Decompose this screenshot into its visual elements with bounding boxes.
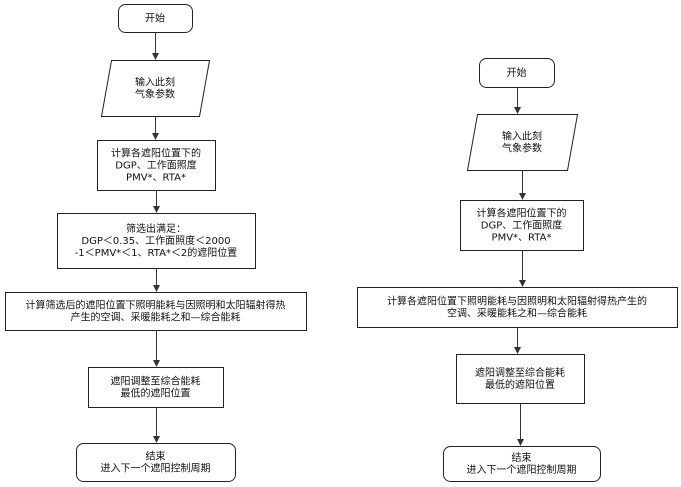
input-shape xyxy=(100,60,211,117)
arrow-input-to-compute xyxy=(152,116,159,140)
node-label-line: 计算各遮阳位置下的 xyxy=(111,147,201,160)
process-shape xyxy=(97,140,216,191)
node-filter: 筛选出满足：DGP＜0.35、工作面照度＜2000-1＜PMV*＜1、RTA*＜… xyxy=(57,213,256,269)
arrow-filter-to-energy xyxy=(153,268,160,292)
node-label-line: 计算筛选后的遮阳位置下照明能耗与因照明和太阳辐射得热 xyxy=(26,299,286,312)
arrow-input-to-compute xyxy=(519,170,526,200)
process-shape xyxy=(456,354,585,404)
node-label-line: 计算各遮阳位置下的 xyxy=(477,207,567,220)
process-shape xyxy=(5,292,307,331)
arrow-start-to-input xyxy=(514,87,521,114)
process-shape xyxy=(460,200,584,251)
node-label-line: -1＜PMV*＜1、RTA*＜2的遮阳位置 xyxy=(75,246,238,259)
process-shape xyxy=(357,287,678,328)
node-label-line: PMV*、RTA* xyxy=(492,233,552,244)
arrow-energy-to-adjust xyxy=(514,327,521,354)
flowchart-right: 开始输入此刻气象参数计算各遮阳位置下的DGP、工作面照度PMV*、RTA*计算各… xyxy=(357,58,678,482)
node-start: 开始 xyxy=(479,58,555,88)
node-label-line: 计算各遮阳位置下照明能耗与因照明和太阳辐射得热产生的 xyxy=(387,295,647,308)
node-label-line: 开始 xyxy=(145,12,165,25)
arrow-adjust-to-end xyxy=(517,403,524,446)
terminal-shape xyxy=(479,58,555,88)
process-shape xyxy=(57,213,256,269)
node-label-line: 遮阳调整至综合能耗 xyxy=(111,375,201,388)
node-label-line: 最低的遮阳位置 xyxy=(485,378,555,391)
arrow-start-to-input xyxy=(152,32,159,60)
arrow-compute-to-energy xyxy=(519,250,526,287)
node-label-line: 筛选出满足： xyxy=(126,222,186,235)
node-label-line: 输入此刻 xyxy=(135,76,175,89)
terminal-shape xyxy=(118,4,193,33)
arrow-energy-to-adjust xyxy=(153,330,160,367)
arrow-compute-to-filter xyxy=(153,190,160,213)
node-label-line: 输入此刻 xyxy=(502,130,542,143)
node-label-line: 遮阳调整至综合能耗 xyxy=(475,366,565,379)
node-label-line: 结束 xyxy=(512,451,532,464)
node-label-line: DGP＜0.35、工作面照度＜2000 xyxy=(81,234,230,247)
node-label-line: 气象参数 xyxy=(502,142,542,155)
node-label-line: PMV*、RTA* xyxy=(126,173,186,184)
terminal-shape xyxy=(76,443,236,482)
node-label-line: 进入下一个遮阳控制周期 xyxy=(101,462,211,475)
terminal-shape xyxy=(443,446,601,482)
node-label-line: DGP、工作面照度 xyxy=(481,219,562,232)
node-energy: 计算筛选后的遮阳位置下照明能耗与因照明和太阳辐射得热产生的空调、采暖能耗之和—综… xyxy=(5,292,307,331)
arrow-adjust-to-end xyxy=(153,407,160,443)
node-label-line: 最低的遮阳位置 xyxy=(121,387,191,400)
node-label-line: 产生的空调、采暖能耗之和—综合能耗 xyxy=(71,311,241,324)
node-label-line: 结束 xyxy=(146,450,166,463)
input-shape xyxy=(466,114,579,171)
process-shape xyxy=(88,367,224,408)
node-start: 开始 xyxy=(118,4,193,33)
node-label-line: 进入下一个遮阳控制周期 xyxy=(467,463,577,476)
node-label-line: 气象参数 xyxy=(135,88,175,101)
node-label-line: 开始 xyxy=(507,66,527,79)
node-label-line: DGP、工作面照度 xyxy=(115,159,196,172)
node-label-line: 空调、采暖能耗之和—综合能耗 xyxy=(447,307,587,320)
